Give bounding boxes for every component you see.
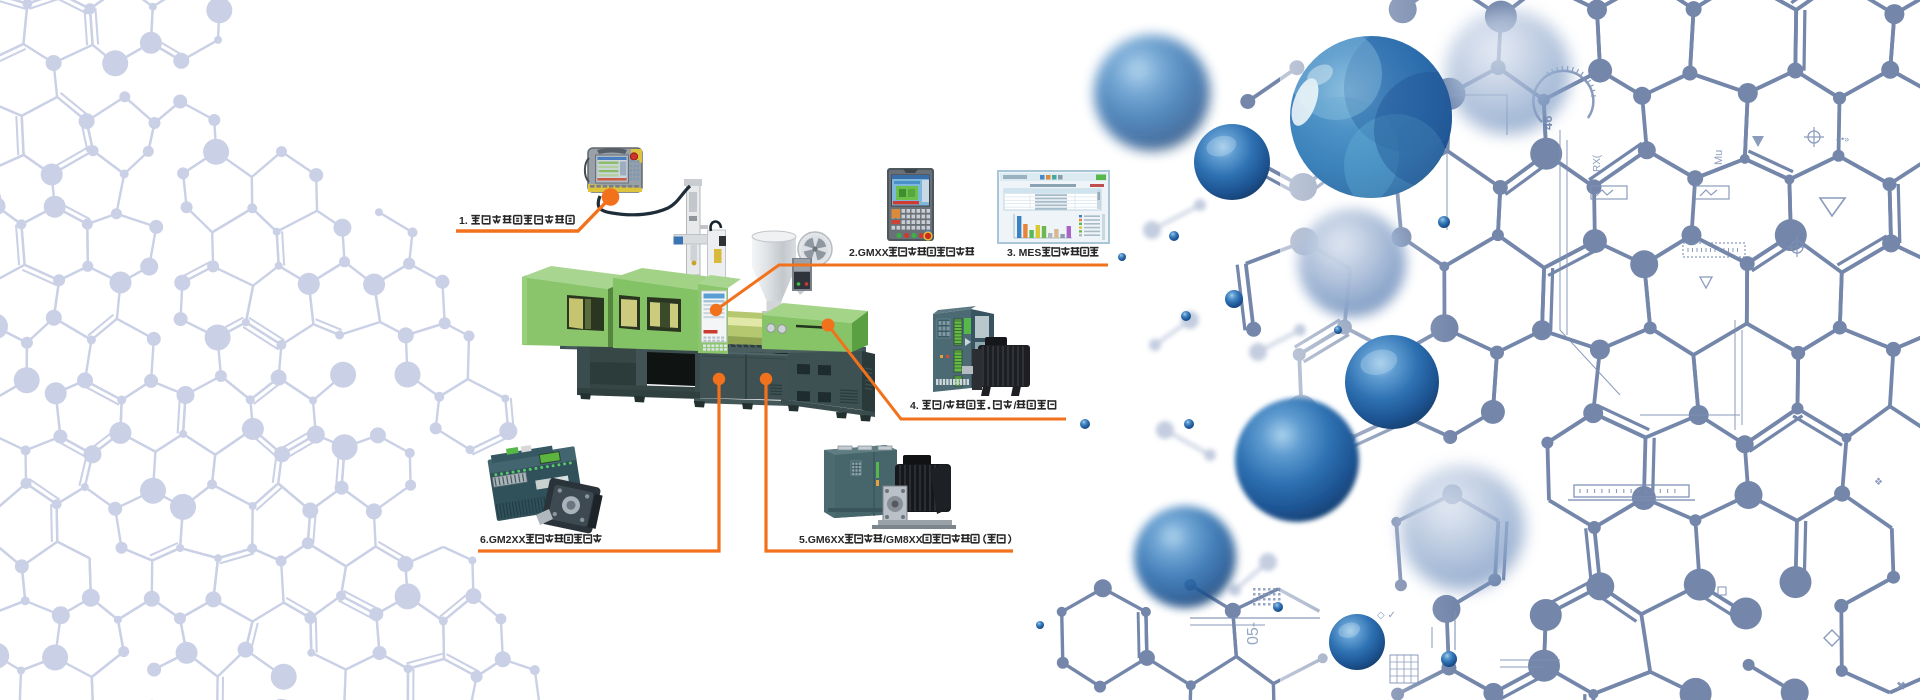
svg-text:RX(: RX( <box>1592 154 1603 172</box>
svg-text:5.GM6XX: 5.GM6XX <box>799 534 845 546</box>
svg-text:6.GM2XX: 6.GM2XX <box>480 534 526 546</box>
svg-text:3. MES: 3. MES <box>1007 247 1041 259</box>
svg-text:1.: 1. <box>459 215 468 227</box>
svg-text:4.: 4. <box>910 400 919 412</box>
svg-text:«•»: «•» <box>1836 134 1849 144</box>
svg-text:2.GMXX: 2.GMXX <box>849 247 889 259</box>
svg-text:/: / <box>943 400 946 412</box>
svg-text:Mu: Mu <box>1713 150 1725 165</box>
svg-text:/GM8XX: /GM8XX <box>883 534 923 546</box>
svg-text:/: / <box>1014 400 1017 412</box>
svg-text:05-: 05- <box>1245 622 1262 645</box>
svg-text:✖: ✖ <box>1896 679 1906 693</box>
svg-text:❖: ❖ <box>1874 477 1883 488</box>
svg-text:◇ ✓: ◇ ✓ <box>1377 610 1396 621</box>
